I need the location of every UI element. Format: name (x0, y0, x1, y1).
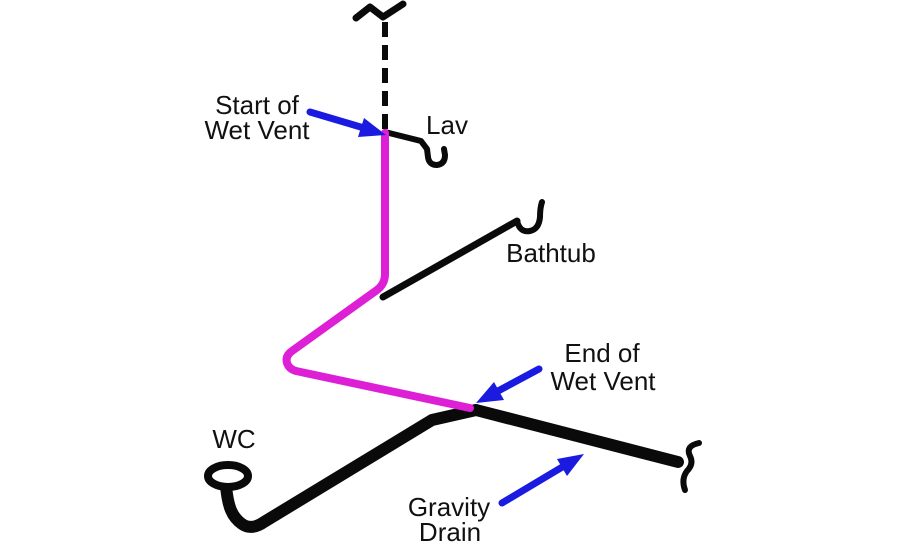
wc-drain-pipe (220, 404, 482, 533)
start-arrow-icon (306, 108, 386, 137)
end-of-wet-vent-label-line2: Wet Vent (550, 366, 656, 396)
start-arrow-stem (306, 108, 368, 132)
break-symbol-end-icon (680, 440, 702, 493)
wc-flange-icon (204, 461, 252, 491)
lav-branch-pipe (382, 129, 448, 168)
start-arrow-head (358, 118, 386, 137)
bathtub-trap-icon (514, 199, 545, 235)
gravity-arrow-icon (498, 454, 584, 507)
gravity-arrow-head (557, 454, 584, 476)
wet-vent-pipe (282, 129, 474, 412)
gravity-arrow-stem (498, 462, 568, 507)
gravity-drain-label-line1: Gravity (408, 492, 490, 522)
end-arrow-head (476, 382, 504, 403)
gravity-drain-label-line2: Drain (419, 517, 481, 547)
end-arrow-icon (476, 365, 543, 403)
start-of-wet-vent-label-line2: Wet Vent (204, 115, 310, 145)
lav-label: Lav (426, 110, 468, 140)
end-of-wet-vent-label-line1: End of (564, 338, 640, 368)
bathtub-label: Bathtub (506, 238, 596, 268)
wc-label: WC (212, 424, 255, 454)
break-symbol-top-icon (352, 0, 407, 22)
end-arrow-stem (494, 365, 543, 395)
bathtub-branch-pipe (379, 217, 521, 301)
start-of-wet-vent-label-line1: Start of (215, 90, 300, 120)
gravity-drain-pipe (470, 404, 684, 468)
